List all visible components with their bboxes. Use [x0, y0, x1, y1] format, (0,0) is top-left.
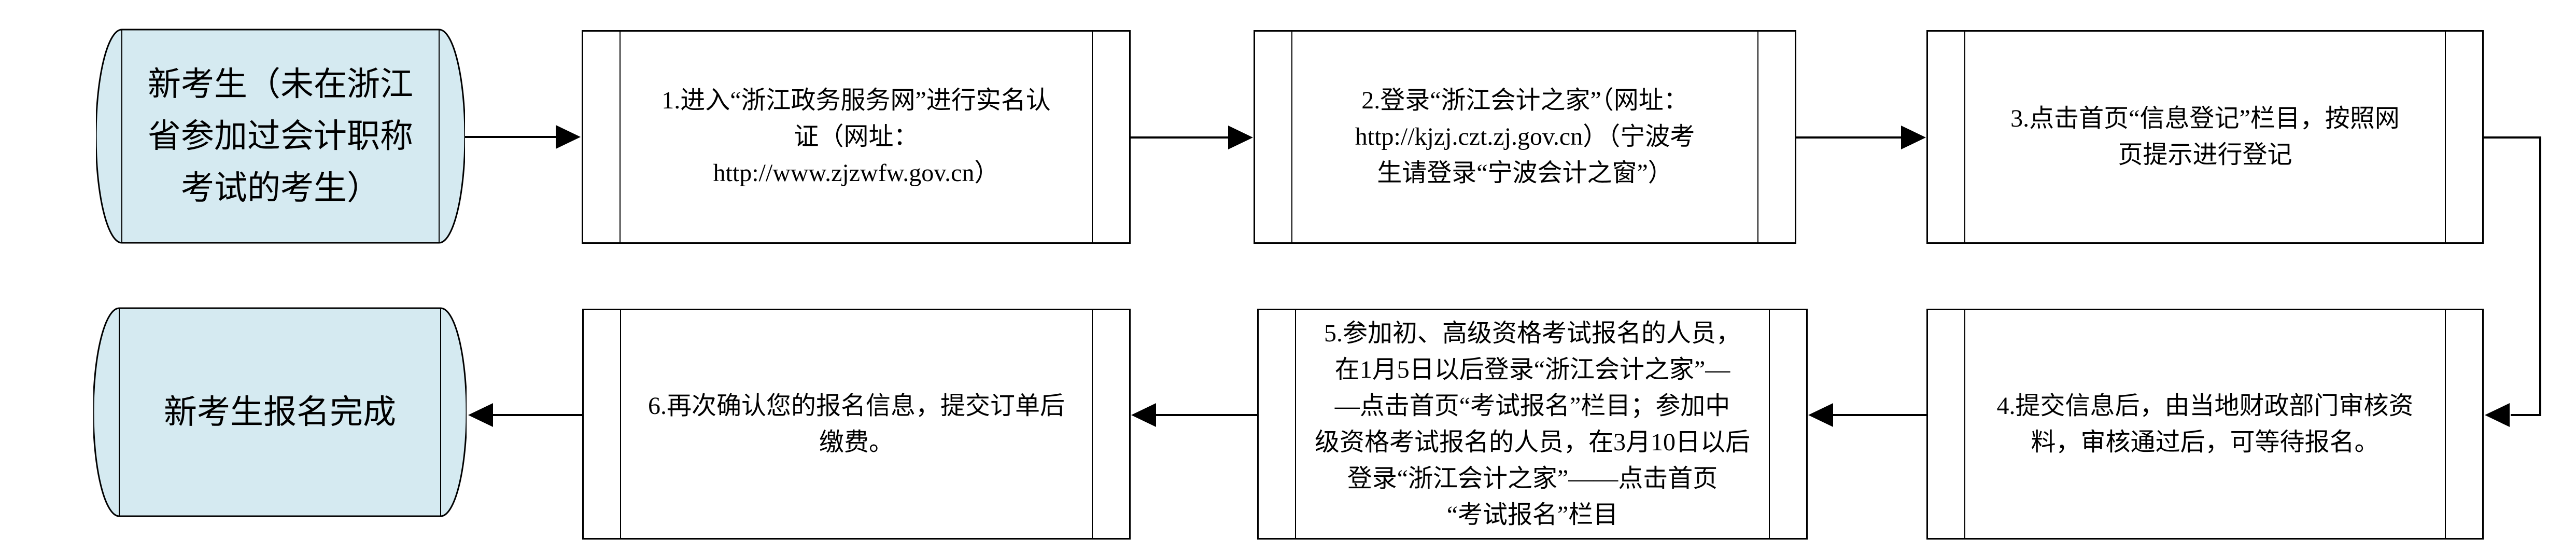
arrow-step5-to-step6: [1131, 403, 1257, 427]
arrow-step4-to-step5: [1808, 403, 1926, 427]
step5-node: 5.参加初、高级资格考试报名的人员， 在1月5日以后登录“浙江会计之家”— —点…: [1257, 309, 1808, 540]
inner-border-right: [2445, 32, 2446, 242]
step6-node: 6.再次确认您的报名信息，提交订单后 缴费。: [582, 309, 1131, 540]
cylinder-shape: [93, 307, 467, 517]
inner-border-left: [1295, 310, 1296, 538]
step6-node-label: 6.再次确认您的报名信息，提交订单后 缴费。: [647, 392, 1065, 456]
arrow-start-to-step1: [464, 125, 581, 149]
inner-border-right: [1757, 32, 1758, 242]
inner-border-left: [1291, 32, 1292, 242]
step4-node: 4.提交信息后，由当地财政部门审核资 料，审核通过后，可等待报名。: [1926, 309, 2484, 540]
step1-node-label: 1.进入“浙江政务服务网”进行实名认 证（网址： http://www.zjzw…: [661, 87, 1051, 187]
inner-border-right: [1769, 310, 1770, 538]
arrow-step1-to-step2: [1131, 126, 1253, 149]
step3-node-label: 3.点击首页“信息登记”栏目，按照网 页提示进行登记: [2010, 105, 2400, 169]
inner-border-right: [1092, 32, 1093, 242]
step4-node-label: 4.提交信息后，由当地财政部门审核资 料，审核通过后，可等待报名。: [1996, 392, 2414, 456]
end-node-label: 新考生报名完成: [163, 393, 396, 431]
inner-border-left: [620, 32, 621, 242]
step1-node: 1.进入“浙江政务服务网”进行实名认 证（网址： http://www.zjzw…: [582, 30, 1131, 244]
step2-node: 2.登录“浙江会计之家”（网址： http://kjzj.czt.zj.gov.…: [1254, 30, 1796, 244]
cylinder-shape: [96, 29, 465, 244]
arrow-step3-to-step4: [2484, 136, 2541, 427]
inner-border-left: [1964, 310, 1965, 538]
arrow-step6-to-end: [468, 403, 582, 427]
inner-border-right: [2445, 310, 2446, 538]
start-node-label: 新考生（未在浙江 省参加过会计职称 考试的考生）: [147, 65, 413, 206]
end-node: 新考生报名完成: [93, 307, 467, 517]
inner-border-left: [1964, 32, 1965, 242]
step3-node: 3.点击首页“信息登记”栏目，按照网 页提示进行登记: [1926, 30, 2484, 244]
step5-node-label: 5.参加初、高级资格考试报名的人员， 在1月5日以后登录“浙江会计之家”— —点…: [1314, 319, 1750, 529]
step2-node-label: 2.登录“浙江会计之家”（网址： http://kjzj.czt.zj.gov.…: [1355, 87, 1695, 187]
arrow-step2-to-step3: [1796, 126, 1926, 149]
inner-border-right: [1092, 310, 1093, 538]
start-node: 新考生（未在浙江 省参加过会计职称 考试的考生）: [96, 29, 465, 244]
inner-border-left: [620, 310, 621, 538]
